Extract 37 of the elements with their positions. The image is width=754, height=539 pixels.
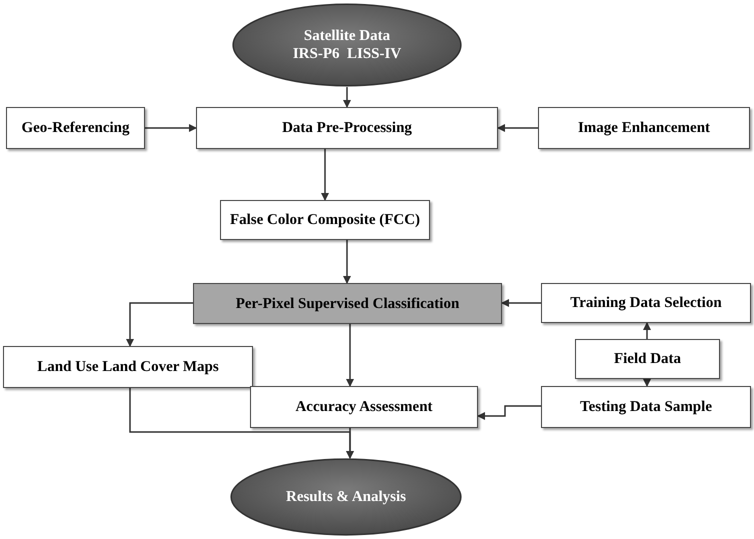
process-box bbox=[220, 200, 430, 240]
node-label: Testing Data Sample bbox=[580, 398, 712, 416]
terminal-ellipse bbox=[230, 458, 462, 536]
node-label: Accuracy Assessment bbox=[295, 398, 433, 416]
process-box bbox=[541, 386, 751, 428]
node-label: Geo-Referencing bbox=[21, 119, 130, 137]
node-label: Field Data bbox=[614, 350, 682, 368]
node-label: Land Use Land Cover Maps bbox=[37, 358, 219, 376]
node-label: Image Enhancement bbox=[578, 119, 710, 137]
process-box bbox=[575, 339, 720, 379]
process-box bbox=[541, 283, 751, 323]
node-label: Training Data Selection bbox=[570, 294, 722, 312]
process-box bbox=[250, 386, 478, 428]
arrow bbox=[346, 428, 354, 459]
process-box bbox=[538, 107, 750, 149]
arrow bbox=[346, 324, 354, 387]
node-label: False Color Composite (FCC) bbox=[230, 211, 420, 229]
arrow bbox=[343, 87, 351, 108]
process-box bbox=[3, 346, 253, 388]
process-box bbox=[6, 107, 145, 149]
arrow bbox=[343, 240, 351, 284]
arrow bbox=[643, 379, 651, 387]
process-box bbox=[193, 283, 502, 324]
terminal-ellipse bbox=[232, 3, 462, 87]
arrow bbox=[145, 124, 197, 132]
arrow bbox=[497, 124, 538, 132]
arrow bbox=[643, 322, 651, 339]
arrow bbox=[501, 299, 541, 307]
node-label: Results & Analysis bbox=[286, 488, 406, 506]
node-label: Data Pre-Processing bbox=[282, 119, 412, 137]
process-box bbox=[196, 107, 498, 149]
arrow bbox=[477, 405, 541, 420]
arrow bbox=[126, 302, 193, 347]
arrow bbox=[321, 149, 329, 201]
node-label: Satellite Data bbox=[304, 27, 390, 45]
node-label: Per-Pixel Supervised Classification bbox=[236, 294, 460, 312]
node-label: IRS-P6 LISS-IV bbox=[292, 45, 402, 63]
